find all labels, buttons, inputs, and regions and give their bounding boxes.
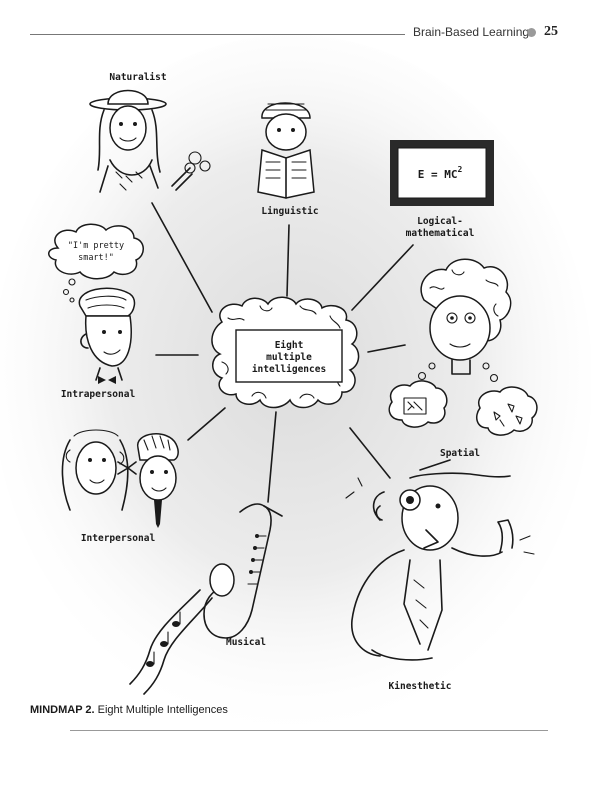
connector-linguistic (286, 224, 290, 297)
connector-spatial (367, 344, 406, 353)
footer-rule (70, 730, 548, 731)
connector-musical (267, 411, 277, 503)
naturalist-node: Naturalist (89, 72, 211, 193)
connector-lines (151, 202, 414, 503)
naturalist-label: Naturalist (109, 72, 166, 83)
connector-logical (351, 244, 414, 311)
chalkboard-surface (397, 147, 487, 199)
center-brain: Eight multiple intelligences (211, 296, 360, 409)
intrapersonal-label: Intrapersonal (61, 389, 136, 400)
center-label-box (235, 329, 343, 383)
center-line-2: multiple (266, 352, 312, 363)
linguistic-label: Linguistic (261, 206, 318, 217)
interpersonal-node: Interpersonal (61, 429, 179, 544)
header-rule (30, 34, 405, 35)
spatial-figure-icon (388, 258, 538, 436)
figure-caption: MINDMAP 2. Eight Multiple Intelligences (30, 704, 228, 716)
interpersonal-figures-icon (61, 429, 179, 528)
thought-line-1: "I'm pretty (68, 241, 124, 251)
logical-label-2: mathematical (406, 228, 475, 239)
connector-kinesthetic (349, 427, 391, 479)
spatial-node: Spatial (388, 258, 538, 459)
naturalist-figure-icon (89, 89, 211, 193)
kinesthetic-node: Kinesthetic (345, 459, 535, 692)
intrapersonal-figure-icon (62, 278, 136, 384)
connector-naturalist (151, 202, 213, 313)
kinesthetic-label: Kinesthetic (389, 681, 452, 692)
linguistic-reader-icon (257, 102, 315, 199)
musical-label: Musical (226, 637, 266, 648)
logical-label-1: Logical- (417, 216, 463, 227)
center-line-1: Eight (275, 340, 304, 351)
thought-line-2: smart!" (78, 253, 114, 263)
thought-bubble (48, 223, 144, 280)
header-dot (527, 28, 536, 37)
music-ribbon-icon (129, 589, 213, 695)
interpersonal-label: Interpersonal (81, 533, 156, 544)
linguistic-node: Linguistic (257, 102, 319, 217)
connector-interpersonal (187, 407, 226, 441)
caption-text: Eight Multiple Intelligences (97, 704, 228, 716)
intrapersonal-node: "I'm pretty smart!" Intrapersonal (48, 223, 144, 400)
musical-node: Musical (129, 503, 283, 695)
center-line-3: intelligences (252, 364, 326, 375)
running-head: Brain-Based Learning (413, 25, 530, 39)
kinesthetic-figure-icon (345, 459, 535, 661)
spatial-label: Spatial (440, 448, 480, 459)
equation: E = MC2 (418, 165, 463, 181)
saxophone-icon (203, 503, 283, 639)
caption-label: MINDMAP 2. (30, 704, 95, 716)
page-number: 25 (544, 24, 558, 39)
logical-node: E = MC2 Logical- mathematical (390, 140, 494, 239)
equation-base: E = MC (418, 168, 458, 181)
equation-exponent: 2 (457, 165, 462, 174)
